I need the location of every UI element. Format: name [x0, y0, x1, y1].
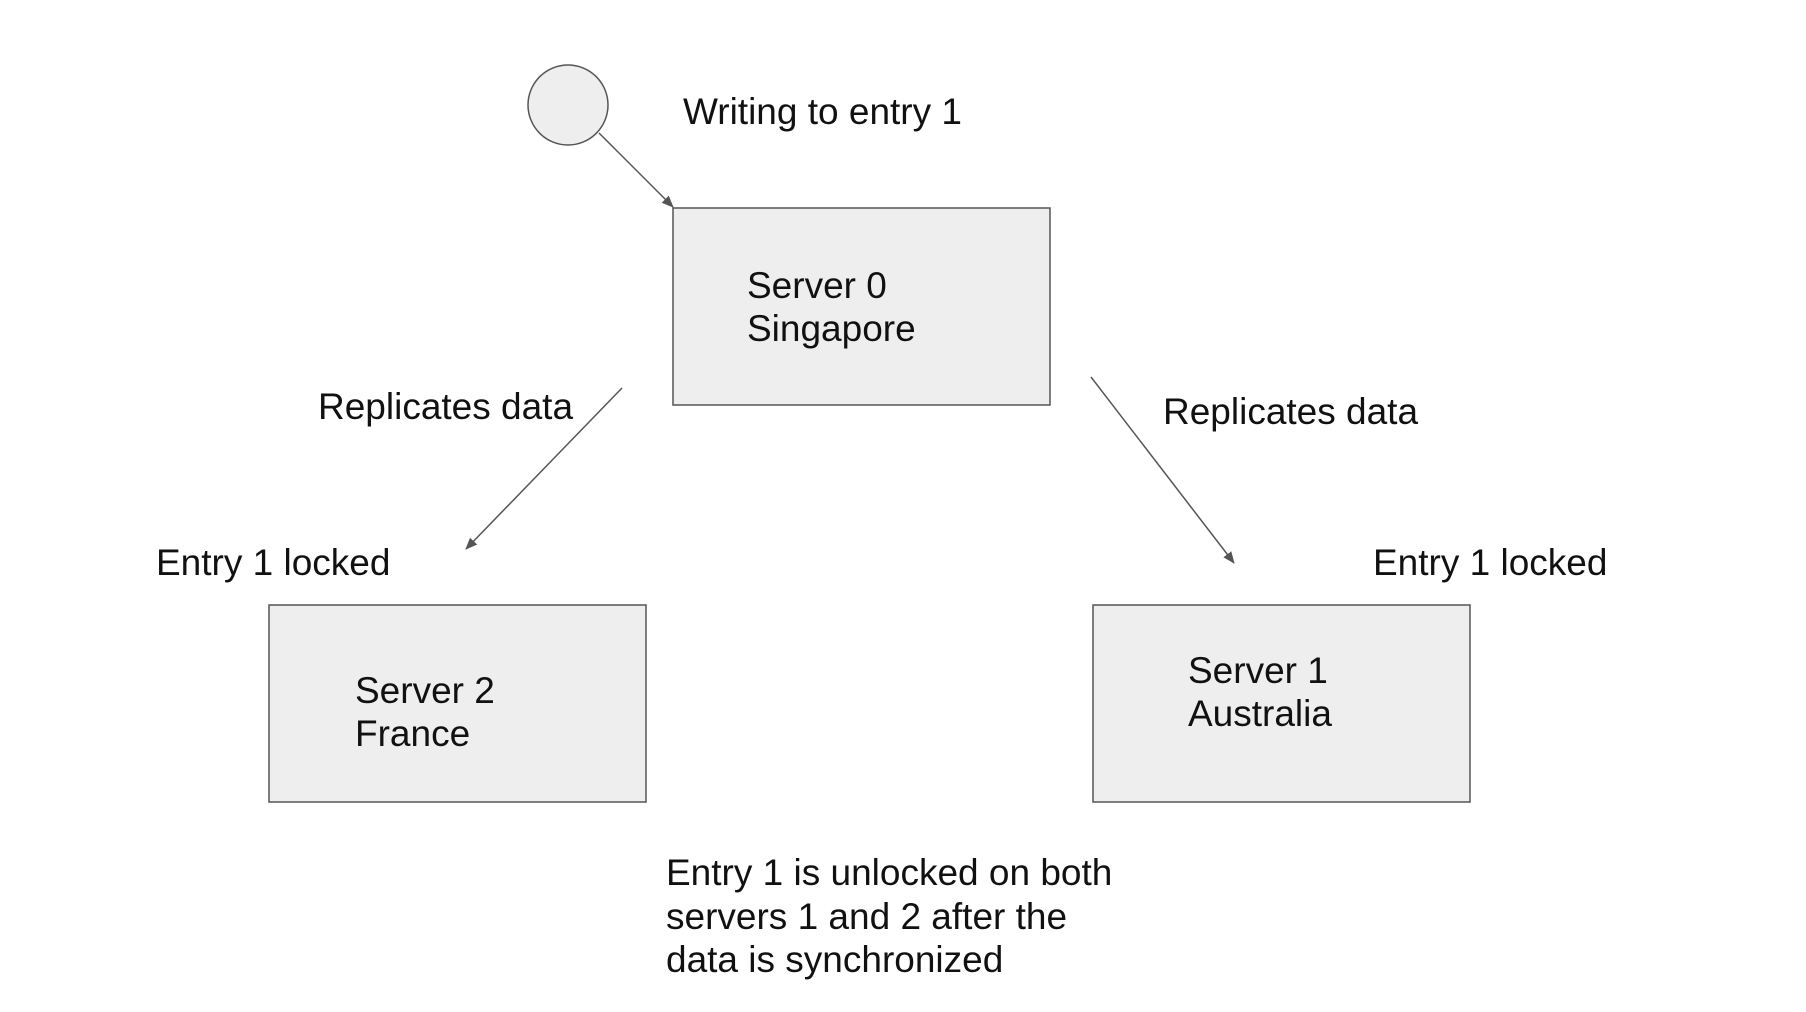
sync-note-line: data is synchronized	[666, 939, 1004, 981]
server2-label: Server 2 France	[355, 670, 495, 755]
server2-box	[268, 604, 647, 803]
server0-location: Singapore	[747, 307, 916, 349]
client-node-icon	[527, 64, 609, 146]
sync-note: Entry 1 is unlocked on both servers 1 an…	[666, 851, 1112, 982]
server0-box	[672, 207, 1051, 406]
server2-name: Server 2	[355, 670, 495, 711]
server1-label: Server 1 Australia	[1188, 650, 1332, 735]
lock-right-label: Entry 1 locked	[1373, 542, 1608, 583]
sync-note-line: Entry 1 is unlocked on both	[666, 852, 1113, 893]
server0-to-server1-arrow	[1090, 376, 1235, 564]
server0-name: Server 0	[747, 265, 887, 306]
server0-to-server2-arrow	[465, 387, 623, 550]
server1-box	[1092, 604, 1471, 803]
server1-name: Server 1	[1188, 650, 1328, 691]
client-to-server0-arrow	[598, 132, 674, 208]
server1-location: Australia	[1188, 692, 1332, 734]
lock-left-label: Entry 1 locked	[156, 542, 391, 583]
replicate-right-label: Replicates data	[1163, 391, 1419, 432]
replicate-left-label: Replicates data	[318, 386, 574, 427]
server2-location: France	[355, 712, 471, 754]
server0-label: Server 0 Singapore	[747, 265, 916, 350]
sync-note-line: servers 1 and 2 after the	[666, 895, 1068, 937]
write-label: Writing to entry 1	[683, 91, 962, 132]
